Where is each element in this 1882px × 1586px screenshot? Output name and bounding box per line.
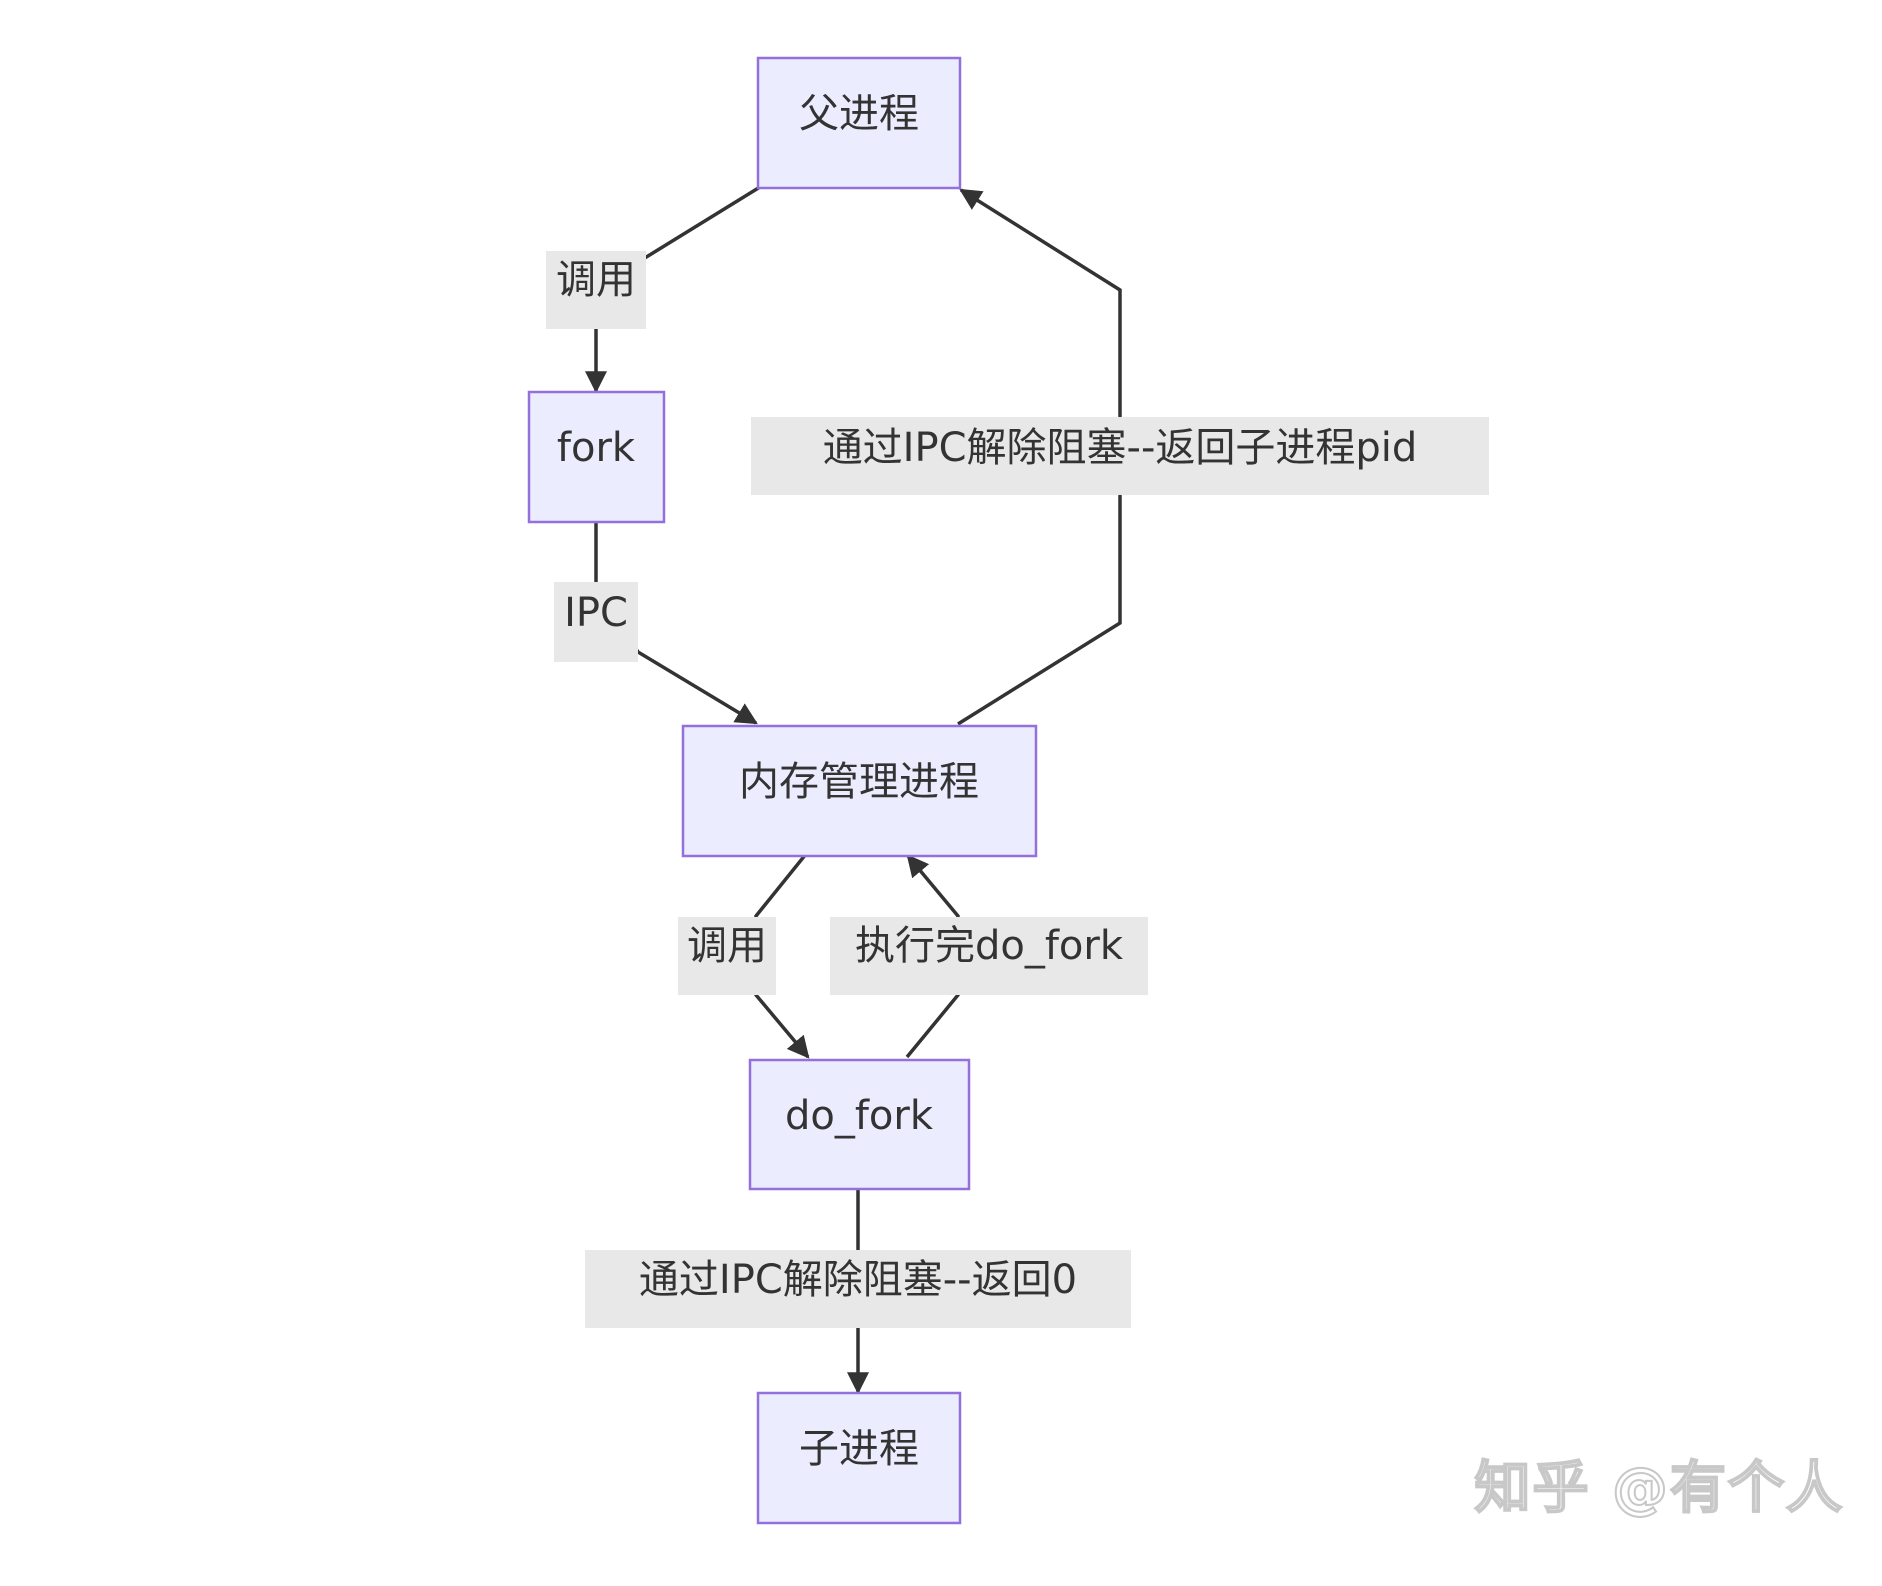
node-label: fork bbox=[557, 425, 636, 471]
edge-label-dofork-to-mm: 执行完do_fork bbox=[830, 917, 1148, 995]
edge-label-parent-to-fork: 调用 bbox=[546, 251, 646, 329]
watermark: 知乎 @有个人 bbox=[1474, 1455, 1844, 1522]
node-fork: fork bbox=[527, 390, 666, 524]
edge-label-text: 通过IPC解除阻塞--返回0 bbox=[639, 1257, 1077, 1303]
node-label: do_fork bbox=[785, 1093, 934, 1139]
node-label: 内存管理进程 bbox=[739, 759, 979, 805]
edge-label-mm-to-dofork: 调用 bbox=[678, 917, 776, 995]
edge-label-text: 调用 bbox=[687, 923, 767, 969]
node-parent-process: 父进程 bbox=[756, 56, 962, 190]
edge-label-dofork-to-child: 通过IPC解除阻塞--返回0 bbox=[585, 1250, 1131, 1328]
edge-label-text: 调用 bbox=[556, 257, 636, 303]
node-memory-manager: 内存管理进程 bbox=[681, 724, 1038, 858]
node-child-process: 子进程 bbox=[756, 1391, 962, 1525]
edge-label-fork-to-mm: IPC bbox=[554, 582, 638, 662]
node-label: 子进程 bbox=[799, 1426, 919, 1472]
edge-label-text: IPC bbox=[564, 590, 628, 636]
node-do-fork: do_fork bbox=[748, 1058, 971, 1191]
node-label: 父进程 bbox=[799, 91, 919, 137]
nodes: 父进程 fork 内存管理进程 do_fork 子进程 bbox=[527, 56, 1038, 1525]
edge-label-text: 通过IPC解除阻塞--返回子进程pid bbox=[823, 425, 1418, 471]
edge-labels: 调用 IPC 通过IPC解除阻塞--返回子进程pid 调用 执行完do_fork… bbox=[546, 251, 1489, 1328]
edge-label-mm-to-parent: 通过IPC解除阻塞--返回子进程pid bbox=[751, 417, 1489, 495]
edge-label-text: 执行完do_fork bbox=[855, 923, 1124, 969]
